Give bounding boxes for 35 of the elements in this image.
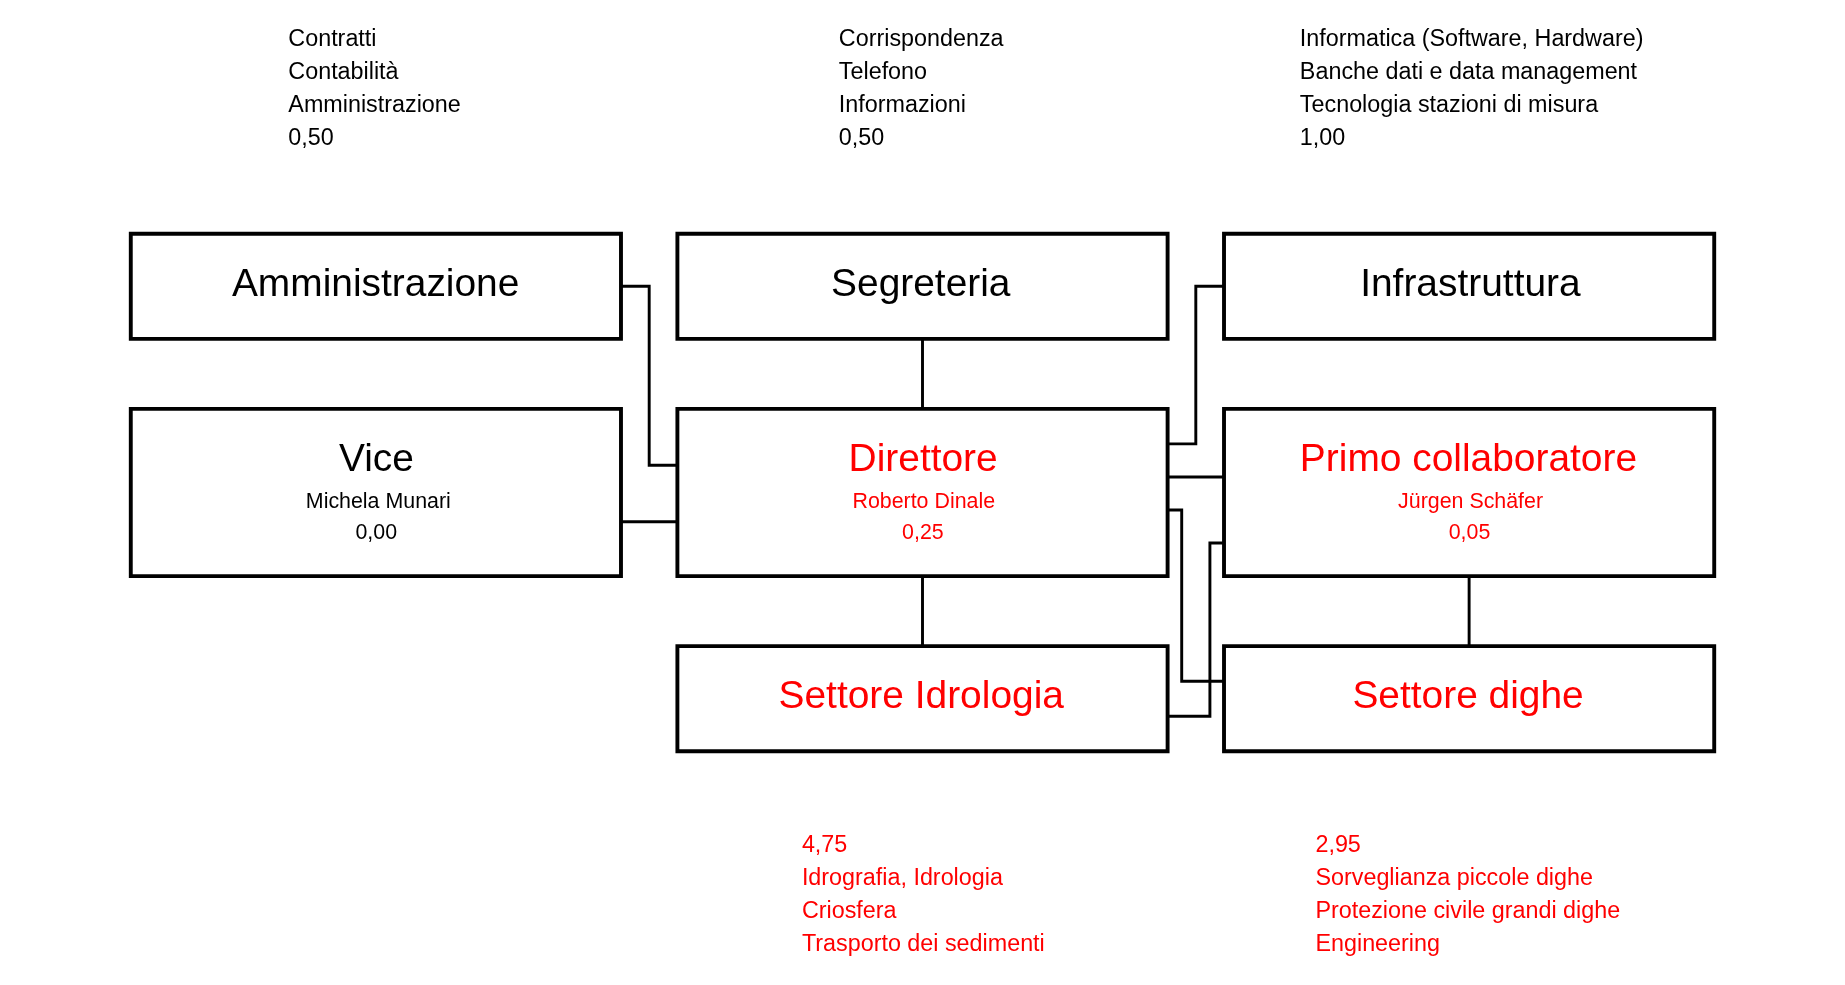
- connector: [921, 576, 924, 646]
- node-label: Corrispondenza: [838, 25, 1004, 52]
- node-box: Direttore Roberto Dinale 0,25: [675, 406, 1170, 579]
- node-label: Sorveglianza piccole dighe: [1315, 863, 1593, 890]
- node-label: Criosfera: [801, 896, 897, 923]
- node-label: Banche dati e data management: [1299, 58, 1638, 85]
- node-label: Tecnologia stazioni di misura: [1299, 91, 1599, 118]
- node-label: 0,50: [838, 124, 885, 151]
- connector: [621, 520, 677, 524]
- node-label: 4,75: [801, 830, 848, 857]
- node-label: 2,95: [1315, 830, 1361, 857]
- node-label: Informatica (Software, Hardware): [1299, 25, 1644, 52]
- node-label: Engineering: [1315, 929, 1440, 956]
- node-label: Contabilità: [288, 58, 399, 85]
- connector: [1168, 541, 1224, 718]
- node-label: Amministrazione: [288, 91, 461, 118]
- connector: [1167, 475, 1224, 479]
- node-label: Trasporto dei sedimenti: [801, 929, 1045, 956]
- node-label: Informazioni: [838, 91, 966, 118]
- connector: [1467, 576, 1471, 646]
- node-label: 1,00: [1299, 124, 1346, 151]
- connector: [921, 338, 924, 409]
- connector: [1167, 508, 1224, 683]
- node-box: Settore dighe: [1222, 644, 1717, 754]
- node-box: Segreteria: [675, 231, 1170, 341]
- node-label: Contratti: [288, 25, 377, 52]
- node-label: Idrografia, Idrologia: [801, 863, 1003, 890]
- node-label: Protezione civile grandi dighe: [1315, 896, 1621, 923]
- node-box: Infrastruttura: [1222, 231, 1717, 341]
- node-label: Telefono: [838, 58, 928, 85]
- node-box: Primo collaboratore Jürgen Schäfer 0,05: [1222, 406, 1717, 579]
- node-label: 0,50: [288, 124, 334, 151]
- node-box: Settore Idrologia: [675, 644, 1170, 754]
- node-box: Amministrazione: [128, 231, 623, 341]
- node-box: Vice Michela Munari 0,00: [128, 406, 623, 579]
